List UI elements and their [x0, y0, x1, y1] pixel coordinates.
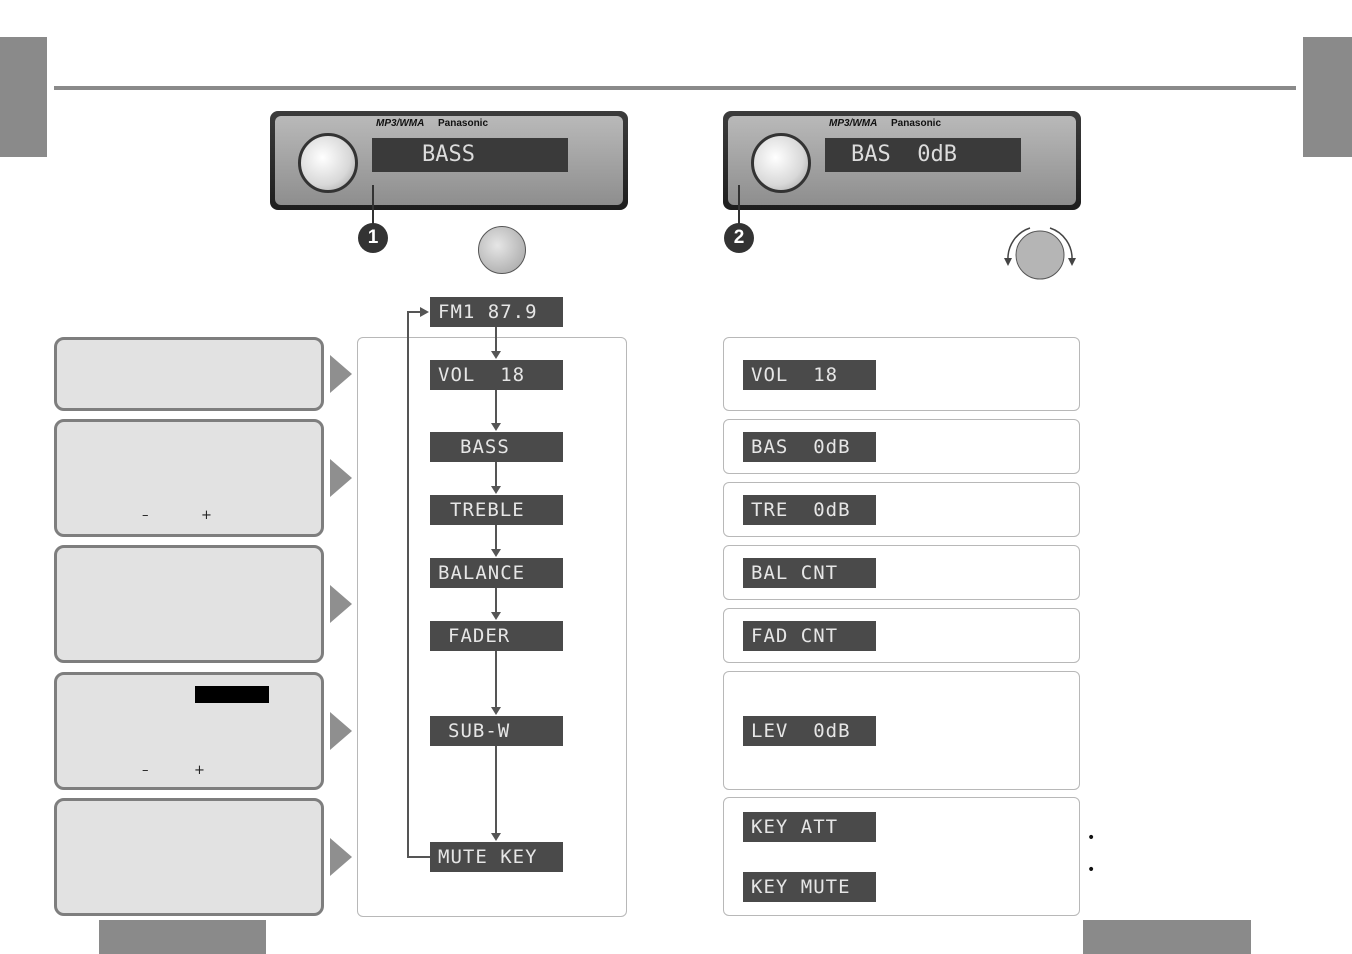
bullet-point: • [1087, 830, 1096, 846]
lcd-vol: VOL 18 [430, 360, 563, 390]
info-box-bass-treble: – + [54, 419, 324, 537]
lcd-mute-key: MUTE KEY [430, 842, 563, 872]
plus-symbol: + [201, 508, 212, 523]
car-radio-left: Panasonic MP3/WMA BASS [270, 111, 628, 210]
volume-knob[interactable] [751, 133, 811, 193]
loop-back-line-bottom [407, 856, 430, 858]
radio-display: BAS 0dB [825, 138, 1021, 172]
lcd-result-treble: TRE 0dB [743, 495, 876, 525]
left-edge-tab [0, 37, 47, 157]
rotate-knob-icon [1004, 227, 1076, 280]
lcd-fader: FADER [430, 621, 563, 651]
right-edge-tab [1303, 37, 1352, 157]
redacted-label [195, 686, 269, 703]
step-1-badge: 1 [358, 223, 388, 253]
flow-connector [495, 525, 497, 550]
radio-format: MP3/WMA [829, 118, 878, 129]
lcd-result-bass: BAS 0dB [743, 432, 876, 462]
flow-arrow [491, 549, 501, 557]
lcd-subwoofer: SUB-W [430, 716, 563, 746]
flow-arrow [491, 833, 501, 841]
flow-arrow [491, 351, 501, 359]
lcd-treble: TREBLE [430, 495, 563, 525]
lcd-result-key-att: KEY ATT [743, 812, 876, 842]
info-box-volume [54, 337, 324, 411]
lcd-result-level: LEV 0dB [743, 716, 876, 746]
flow-arrow [491, 707, 501, 715]
step-2-badge: 2 [724, 223, 754, 253]
lcd-result-balance: BAL CNT [743, 558, 876, 588]
flow-arrow [491, 423, 501, 431]
lcd-result-fader: FAD CNT [743, 621, 876, 651]
lcd-balance: BALANCE [430, 558, 563, 588]
volume-knob[interactable] [298, 133, 358, 193]
flow-connector [495, 651, 497, 708]
header-rule [54, 86, 1296, 90]
info-box-mute-key [54, 798, 324, 916]
loop-back-line-vertical [407, 311, 409, 858]
pointer-arrow [330, 712, 352, 750]
loop-back-arrowhead [420, 307, 429, 317]
flow-arrow [491, 612, 501, 620]
minus-symbol: – [142, 763, 149, 778]
press-button-icon [478, 226, 526, 274]
flow-arrow [491, 486, 501, 494]
pointer-arrow [330, 585, 352, 623]
pointer-arrow [330, 459, 352, 497]
radio-brand: Panasonic [891, 118, 942, 129]
flow-connector [495, 462, 497, 487]
loop-back-line-top [407, 311, 422, 313]
flow-connector [495, 327, 497, 352]
result-box-treble [723, 482, 1080, 537]
plus-symbol: + [194, 763, 205, 778]
flow-connector [495, 390, 497, 424]
pointer-arrow [330, 355, 352, 393]
info-box-balance-fader [54, 545, 324, 663]
step-2-leader-line [738, 185, 740, 225]
flow-connector [495, 588, 497, 613]
right-footer-tab [1083, 920, 1251, 954]
minus-symbol: – [142, 508, 149, 523]
radio-format: MP3/WMA [376, 118, 425, 129]
step-1-leader-line [372, 185, 374, 225]
lcd-bass: BASS [430, 432, 563, 462]
bullet-point: • [1087, 862, 1096, 878]
lcd-result-key-mute: KEY MUTE [743, 872, 876, 902]
lcd-result-vol: VOL 18 [743, 360, 876, 390]
left-footer-tab [99, 920, 266, 954]
car-radio-right: Panasonic MP3/WMA BAS 0dB [723, 111, 1081, 210]
pointer-arrow [330, 838, 352, 876]
radio-brand: Panasonic [438, 118, 489, 129]
info-box-subwoofer: – + [54, 672, 324, 790]
lcd-fm: FM1 87.9 [430, 297, 563, 327]
radio-display: BASS [372, 138, 568, 172]
flow-connector [495, 746, 497, 834]
